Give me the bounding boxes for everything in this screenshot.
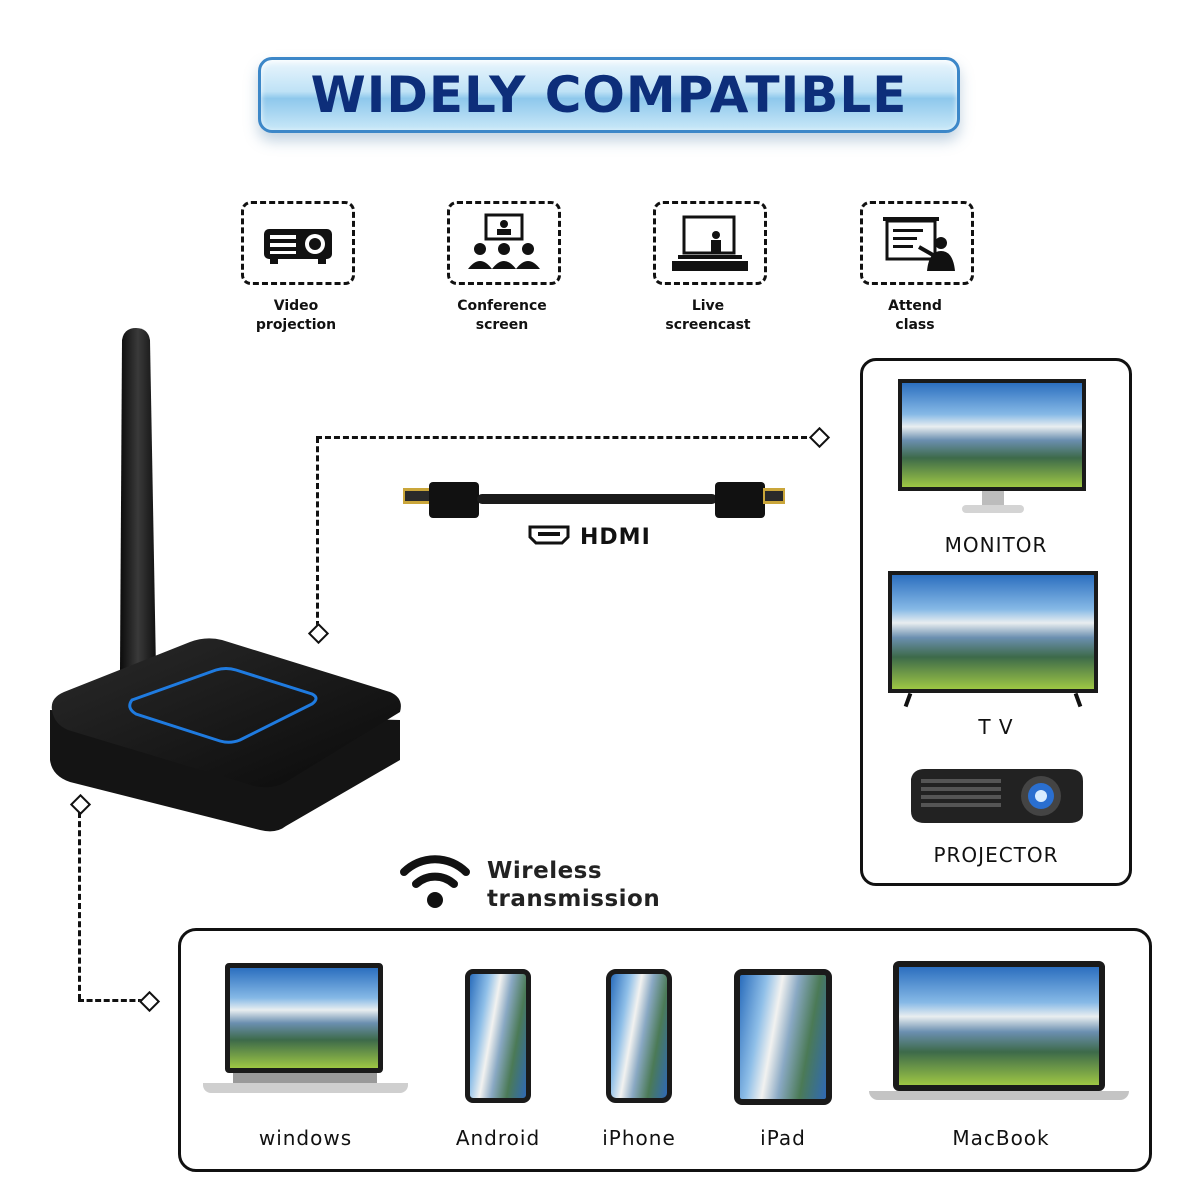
projector-device-icon [907,765,1087,827]
feature-label: Video projection [255,298,337,333]
feature-label: Live screencast [665,298,751,333]
macbook-icon [869,961,1131,1111]
iphone-icon [606,969,672,1103]
wifi-icon [400,852,470,914]
projector-icon [241,201,355,285]
source-label: windows [258,1126,353,1150]
feature-label: Conference screen [457,298,547,333]
teacher-icon [860,201,974,285]
source-devices-panel: windows Android iPhone iPad MacBook [178,928,1152,1172]
conference-icon [447,201,561,285]
connector-end [808,426,831,449]
wireless-receiver-device [40,320,420,840]
feature-conference-screen: Conference screen [447,201,561,335]
feature-live-screencast: Live screencast [653,201,767,335]
output-label: T V [978,715,1014,739]
output-devices-panel: MONITOR T V PROJECTOR [860,358,1132,886]
source-label: iPhone [602,1126,676,1150]
source-label: iPad [760,1126,806,1150]
connector-line [316,437,319,627]
source-label: MacBook [952,1126,1050,1150]
feature-video-projection: Video projection [241,201,355,335]
hdmi-cable-image [395,474,790,524]
connector-line [78,812,81,1000]
connector-end [138,990,161,1013]
output-label: PROJECTOR [933,843,1059,867]
monitor-icon [898,379,1088,521]
banner-title: WIDELY COMPATIBLE [310,66,908,124]
feature-attend-class: Attend class [860,201,974,335]
title-banner: WIDELY COMPATIBLE [258,57,960,133]
connector-line [316,436,816,439]
hdmi-label-group: HDMI [528,522,651,552]
connector-line [78,999,144,1002]
feature-label: Attend class [888,298,942,333]
wireless-label: Wireless transmission [487,858,661,912]
source-label: Android [455,1126,541,1150]
output-label: MONITOR [944,533,1048,557]
hdmi-label: HDMI [580,524,651,550]
tablet-icon [734,969,832,1105]
laptop-icon [203,963,413,1113]
android-phone-icon [465,969,531,1103]
screencast-icon [653,201,767,285]
tv-icon [888,571,1100,711]
hdmi-port-icon [528,525,570,549]
